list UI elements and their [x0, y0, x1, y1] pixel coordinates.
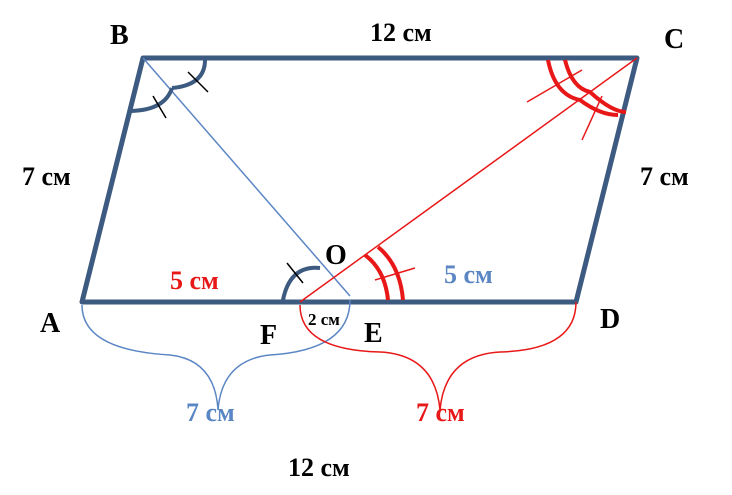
angle-e-arc — [376, 245, 405, 301]
length-ad: 12 см — [288, 453, 350, 482]
length-ab: 7 см — [22, 162, 71, 191]
angle-c-arc — [546, 59, 619, 117]
bisector-bf — [142, 57, 351, 297]
length-af: 5 см — [170, 266, 219, 295]
point-label-d: D — [600, 304, 621, 335]
length-bc: 12 см — [370, 18, 432, 47]
angle-e-arc — [363, 253, 390, 301]
brace-right — [299, 301, 577, 411]
angle-c-tick — [526, 69, 583, 103]
angle-b-arc-upper — [171, 59, 207, 90]
point-label-a: A — [40, 308, 61, 339]
point-label-e: E — [364, 318, 383, 349]
angle-e-tick — [374, 267, 416, 281]
length-ed: 5 см — [444, 260, 493, 289]
angle-c-tick — [581, 95, 603, 141]
angle-b-tick — [152, 95, 167, 119]
length-brace-right: 7 см — [416, 398, 465, 427]
point-label-o: O — [325, 240, 347, 271]
angle-c-arc — [563, 59, 627, 114]
point-label-b: B — [110, 20, 129, 51]
length-brace-left: 7 см — [186, 398, 235, 427]
point-label-f: F — [260, 320, 278, 351]
angle-b-tick — [187, 71, 209, 93]
point-label-c: C — [664, 24, 685, 55]
parallelogram-abcd — [79, 55, 640, 305]
angle-f-tick — [286, 262, 304, 284]
brace-left — [81, 299, 351, 411]
angle-f-arc — [281, 265, 321, 301]
length-cd: 7 см — [640, 162, 689, 191]
length-fe: 2 см — [308, 310, 340, 329]
